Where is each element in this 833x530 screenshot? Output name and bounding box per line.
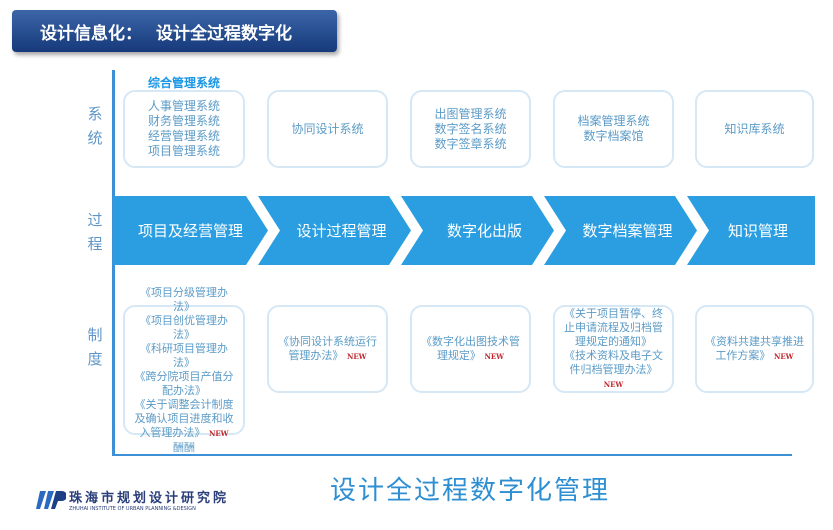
process-step: 数字档案管理 (544, 196, 697, 265)
system-item: 财务管理系统 (147, 114, 220, 128)
system-item: 出图管理系统 (434, 106, 507, 121)
policy-item: 《关于调整会计制度及确认项目进度和收入管理办法》 (134, 397, 234, 439)
process-step: 设计过程管理 (258, 196, 411, 265)
system-box: 出图管理系统数字签名系统数字签章系统 (410, 90, 531, 168)
system-item: 档案管理系统 (577, 114, 650, 128)
system-item: 知识库系统 (724, 121, 785, 136)
footer-title: 设计全过程数字化管理 (330, 476, 611, 506)
system-box: 知识库系统 (695, 90, 814, 168)
policy-item: 《技术资料及电子文件归档管理办法》 (564, 348, 663, 376)
new-badge: NEW (484, 351, 505, 361)
policy-item: 《数字化出图技术管理规定》 (421, 334, 520, 362)
system-item: 经营管理系统 (147, 129, 220, 143)
new-badge: NEW (346, 351, 367, 361)
system-item: 人事管理系统 (147, 99, 220, 113)
page-title: 设计全过程数字化 (156, 23, 292, 44)
new-badge: NEW (208, 428, 229, 438)
policy-item: 《资料共建共享推进工作方案》 (705, 334, 804, 362)
policy-box: 《协同设计系统运行管理办法》 NEW (267, 305, 388, 393)
logo-english-name: ZHUHAI INSTITUTE OF URBAN PLANNING &DESI… (69, 506, 196, 512)
policy-box: 《项目分级管理办法》《项目创优管理办法》《科研项目管理办法》《跨分院项目产值分配… (123, 286, 245, 454)
system-item: 项目管理系统 (147, 144, 220, 158)
system-box: 协同设计系统 (267, 90, 388, 168)
system-item: 协同设计系统 (291, 121, 364, 136)
policy-box: 《数字化出图技术管理规定》 NEW (410, 305, 531, 393)
policy-item: 《跨分院项目产值分配办法》 (134, 369, 234, 397)
logo-icon (36, 490, 66, 509)
label-process: 过程 (87, 211, 103, 253)
policy-item: 《协同设计系统运行管理办法》 (278, 334, 377, 362)
label-system: 系统 (87, 105, 103, 147)
policy-box: 《关于项目暂停、终止申请流程及归档管理规定的通知》《技术资料及电子文件归档管理办… (553, 305, 674, 393)
policy-item: 《关于项目暂停、终止申请流程及归档管理规定的通知》 (564, 306, 663, 348)
system-item: 数字档案馆 (583, 129, 644, 143)
title-banner: 设计信息化： 设计全过程数字化 (12, 10, 337, 52)
logo-chinese-name: 珠海市规划设计研究院 (69, 491, 230, 506)
policy-box: 《资料共建共享推进工作方案》 NEW (695, 305, 814, 393)
system-item: 数字签章系统 (434, 136, 507, 151)
system-item: 数字签名系统 (434, 121, 507, 136)
process-step: 知识管理 (687, 196, 815, 265)
policy-item: 《项目分级管理办法》 (140, 285, 228, 313)
process-band: 项目及经营管理设计过程管理数字化出版数字档案管理知识管理 (113, 196, 815, 265)
process-step: 数字化出版 (401, 196, 554, 265)
policy-item: 《科研项目管理办法》 (140, 341, 228, 369)
new-badge: NEW (603, 379, 624, 389)
system-group-title: 综合管理系统 (148, 76, 221, 90)
system-box: 档案管理系统数字档案馆 (553, 90, 674, 168)
horizontal-axis-line (112, 454, 792, 456)
new-badge: NEW (773, 351, 794, 361)
label-policy: 制度 (87, 326, 103, 368)
policy-item: 《项目创优管理办法》 (140, 313, 228, 341)
process-step: 项目及经营管理 (113, 196, 268, 265)
policy-extra: 酬酬 (173, 440, 195, 454)
title-prefix: 设计信息化： (40, 23, 142, 44)
system-box: 人事管理系统财务管理系统经营管理系统项目管理系统 (123, 90, 245, 168)
